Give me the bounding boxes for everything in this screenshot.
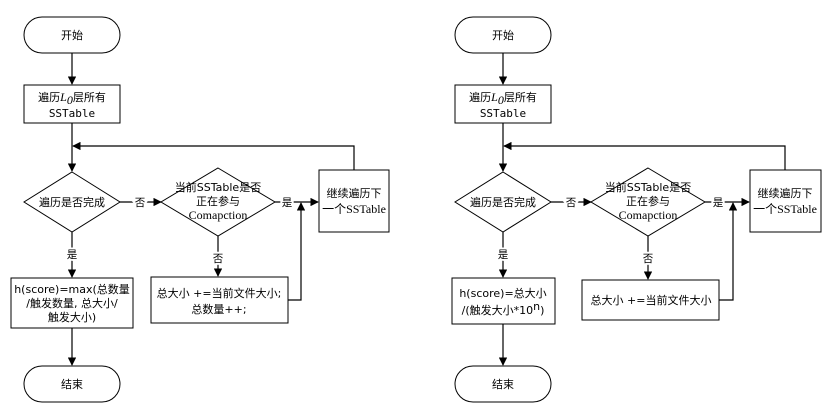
next-node: 继续遍历下 一个SSTable [318, 169, 390, 233]
end-label: 结束 [61, 378, 83, 391]
check-compaction-line3: Comapction [189, 208, 248, 222]
arrow-accumulate-to-next [288, 202, 306, 301]
accumulate-line1: 总大小 +=当前文件大小; [157, 286, 282, 300]
accumulate-line2: 总数量++; [191, 302, 246, 316]
score-line3: 触发大小) [48, 310, 96, 324]
check-done-node: 遍历是否完成 [23, 171, 121, 233]
traverse-node: 遍历L0层所有 SSTable [454, 84, 552, 124]
score-line1: h(score)=总大小 [459, 286, 546, 300]
label-no-1: 否 [566, 197, 577, 209]
end-label: 结束 [492, 378, 514, 391]
check-compaction-line2: 正在参与 [626, 194, 670, 208]
check-compaction-node: 当前SSTable是否 正在参与 Comapction [590, 167, 706, 237]
traverse-label-line1: 遍历L0层所有 [38, 90, 106, 107]
check-compaction-line3: Comapction [619, 208, 678, 222]
check-compaction-line1: 当前SSTable是否 [605, 180, 691, 194]
label-yes-1: 是 [67, 249, 78, 261]
check-compaction-line1: 当前SSTable是否 [175, 180, 261, 194]
start-node: 开始 [454, 16, 552, 54]
arrow-accumulate-to-next [719, 202, 738, 301]
arrow-next-loop-back [503, 141, 786, 170]
label-yes-1: 是 [498, 249, 509, 261]
flowchart-left: 开始 遍历L0层所有 SSTable 遍历是否完成 否 当前SSTable是否 … [10, 16, 390, 403]
check-compaction-line2: 正在参与 [196, 194, 240, 208]
label-yes-2: 是 [713, 197, 724, 209]
check-compaction-node: 当前SSTable是否 正在参与 Comapction [160, 167, 276, 237]
score-node: h(score)=max(总数量 /触发数量, 总大小/ 触发大小) [10, 277, 134, 329]
traverse-label-line2: SSTable [49, 107, 95, 120]
end-node: 结束 [23, 365, 121, 403]
label-no-1: 否 [135, 197, 146, 209]
flowchart-right: 开始 遍历L0层所有 SSTable 遍历是否完成 否 当前SSTable是否 … [451, 16, 822, 403]
next-label-line1: 继续遍历下 [327, 186, 382, 200]
traverse-label-line1: 遍历L0层所有 [469, 90, 537, 107]
accumulate-node: 总大小 +=当前文件大小 [581, 279, 720, 321]
accumulate-line1: 总大小 +=当前文件大小 [591, 293, 712, 307]
label-no-2: 否 [643, 253, 654, 265]
next-node: 继续遍历下 一个SSTable [749, 169, 822, 233]
next-label-line2: 一个SSTable [322, 202, 386, 216]
next-label-line1: 继续遍历下 [758, 186, 813, 200]
score-line2: /(触发大小*10n) [462, 300, 545, 317]
check-done-label: 遍历是否完成 [470, 195, 536, 209]
next-label-line2: 一个SSTable [753, 202, 817, 216]
accumulate-node: 总大小 +=当前文件大小; 总数量++; [150, 276, 289, 324]
label-yes-2: 是 [282, 197, 293, 209]
traverse-label-line2: SSTable [480, 107, 526, 120]
check-done-node: 遍历是否完成 [454, 171, 552, 233]
score-line1: h(score)=max(总数量 [14, 282, 130, 296]
traverse-node: 遍历L0层所有 SSTable [23, 84, 121, 124]
label-no-2: 否 [213, 253, 224, 265]
end-node: 结束 [454, 365, 552, 403]
start-label: 开始 [492, 28, 514, 42]
check-done-label: 遍历是否完成 [39, 195, 105, 209]
start-node: 开始 [23, 16, 121, 54]
arrow-next-loop-back [72, 141, 355, 170]
score-node: h(score)=总大小 /(触发大小*10n) [451, 277, 556, 325]
start-label: 开始 [61, 28, 83, 42]
score-line2: /触发数量, 总大小/ [26, 296, 118, 310]
